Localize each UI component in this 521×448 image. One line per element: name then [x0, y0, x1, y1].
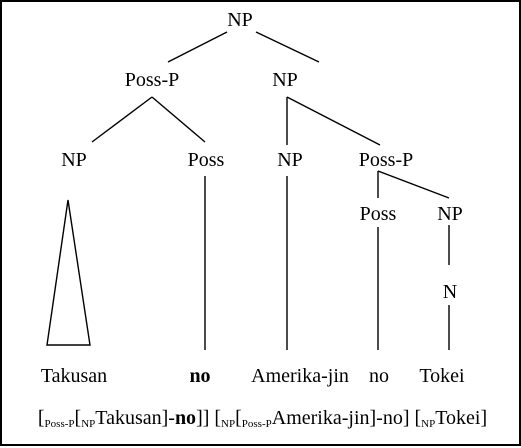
node-np-takusan: NP	[61, 149, 87, 171]
edge-root-npr	[255, 31, 320, 63]
tree-edges	[46, 31, 450, 350]
edge-root-posspl	[167, 31, 228, 63]
node-np-inner: NP	[437, 203, 463, 225]
tree-nodes: NP Poss-P NP NP Poss NP Poss-P Poss NP N	[61, 9, 463, 303]
word-amerika-jin: Amerika-jin	[251, 365, 349, 387]
edge-npr-possp	[286, 96, 381, 146]
label-np-1: NP	[81, 418, 96, 430]
word-tokei: Tokei	[419, 365, 465, 387]
bracket-open-1: [	[37, 407, 45, 429]
edge-posspl-poss	[151, 96, 206, 143]
bracket-word-amerika: Amerika-jin]-no] [	[271, 407, 422, 429]
word-takusan: Takusan	[41, 365, 107, 387]
edge-possp-np	[377, 170, 450, 199]
label-poss-p-2: Poss-P	[241, 418, 272, 430]
bracket-word-takusan: Takusan]-	[95, 407, 175, 429]
triangle-takusan	[46, 199, 91, 346]
bracket-word-tokei: Tokei]	[435, 407, 488, 429]
label-np-3: NP	[421, 418, 436, 430]
node-np-amerika: NP	[277, 149, 303, 171]
tree-words: Takusan no Amerika-jin no Tokei	[41, 365, 465, 387]
bracketed-notation: [Poss-P[NPTakusan]-no]] [NP[Poss-PAmerik…	[2, 407, 521, 430]
bracket-close-1: ]] [	[196, 407, 222, 429]
edge-posspl-np	[91, 96, 153, 143]
label-np-2: NP	[221, 418, 236, 430]
node-poss-p-right: Poss-P	[359, 149, 413, 171]
word-no: no	[369, 365, 389, 387]
label-poss-p-1: Poss-P	[44, 418, 75, 430]
node-root-np: NP	[227, 9, 253, 31]
word-no-bold: no	[189, 365, 210, 387]
bracket-open-3: [	[235, 407, 242, 429]
node-poss-no: Poss	[188, 149, 225, 171]
node-poss-inner: Poss	[360, 203, 397, 225]
bracket-open-2: [	[74, 407, 82, 429]
node-n-tokei: N	[443, 281, 457, 303]
bracket-bold-no: no	[174, 407, 197, 429]
node-poss-p-left: Poss-P	[125, 69, 179, 91]
node-np-right: NP	[272, 69, 298, 91]
